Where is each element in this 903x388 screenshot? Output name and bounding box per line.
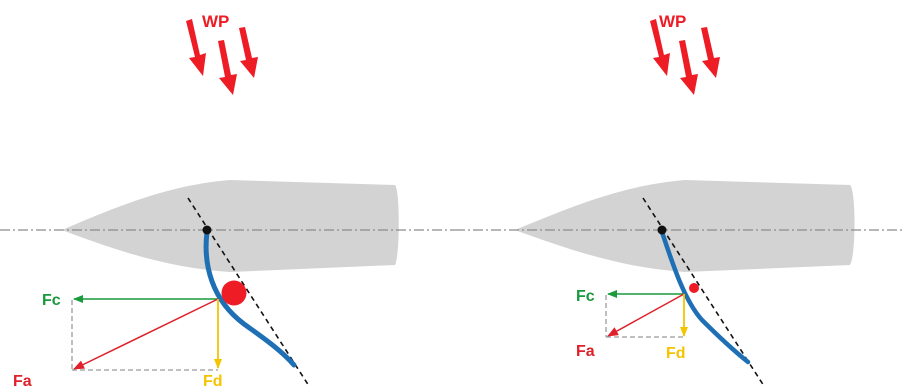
- wind-label: WP: [659, 12, 686, 31]
- fa-label: Fa: [576, 343, 595, 360]
- hull-shape: [62, 180, 399, 272]
- wind-arrow-icon: [650, 19, 670, 76]
- fc-label: Fc: [576, 288, 595, 305]
- fa-label: Fa: [13, 373, 32, 388]
- center-of-effort-marker: [689, 283, 699, 293]
- wind-arrow-icon: [239, 27, 258, 78]
- sail-curve: [659, 229, 751, 365]
- fc-label: Fc: [42, 292, 61, 309]
- wind-arrow-icon: [218, 40, 237, 95]
- fa-vector: [607, 293, 685, 337]
- fa-vector: [73, 298, 219, 370]
- mast-point: [657, 225, 667, 235]
- wind-arrows: [650, 19, 720, 95]
- wind-arrows: [186, 19, 258, 95]
- wind-label: WP: [202, 12, 229, 31]
- wind-arrow-icon: [701, 27, 720, 78]
- hull-shape: [515, 180, 855, 272]
- fd-label: Fd: [666, 345, 686, 362]
- wind-arrow-icon: [186, 19, 206, 76]
- wind-arrow-icon: [679, 40, 698, 95]
- sail-curve: [203, 229, 297, 368]
- fd-label: Fd: [203, 373, 223, 388]
- center-of-effort-marker: [221, 280, 247, 306]
- panel-left: WP Fc Fa Fd: [0, 12, 455, 388]
- mast-point: [202, 225, 212, 235]
- panel-right: WP Fc Fa Fd: [455, 12, 903, 387]
